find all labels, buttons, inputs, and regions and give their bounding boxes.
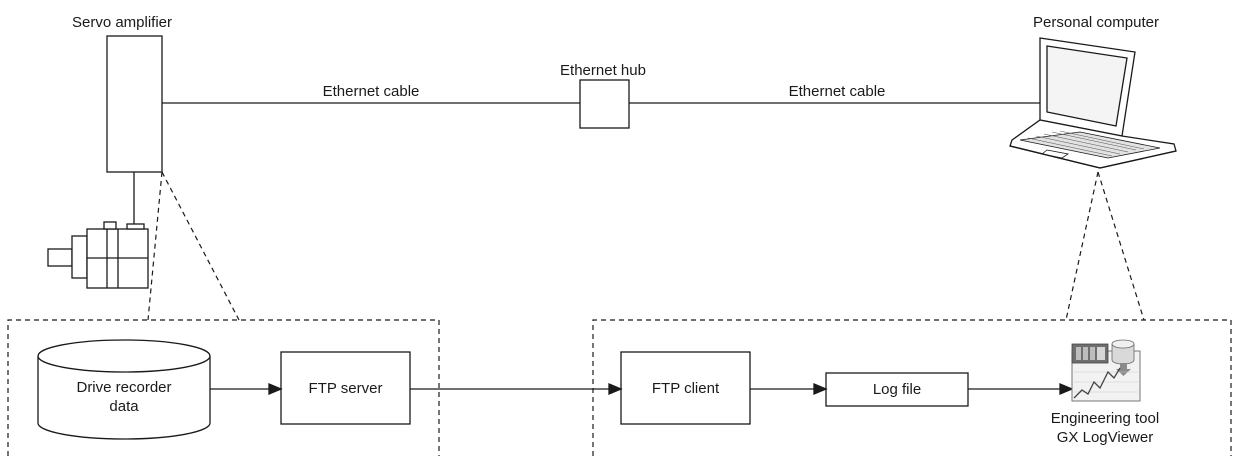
zoom-line-amp-left bbox=[147, 171, 163, 321]
arrow-logfile-to-tool bbox=[1059, 383, 1074, 395]
zoom-line-pc-left bbox=[1065, 171, 1099, 321]
drive-recorder-label-line2: data bbox=[109, 398, 139, 415]
servo-motor-icon bbox=[47, 221, 149, 289]
laptop-icon bbox=[1009, 37, 1177, 169]
personal-computer-label: Personal computer bbox=[1033, 14, 1159, 31]
ethernet-cable-left-label: Ethernet cable bbox=[322, 83, 420, 100]
ftp-client-box bbox=[620, 351, 751, 425]
servo-amplifier-unit bbox=[106, 35, 163, 173]
arrow-client-to-logfile bbox=[813, 383, 828, 395]
ftp-server-label: FTP server bbox=[308, 379, 383, 397]
ethernet-hub-label: Ethernet hub bbox=[560, 62, 646, 79]
zoom-frame-right bbox=[592, 319, 1232, 456]
arrow-server-to-client bbox=[608, 383, 623, 395]
engineering-tool-label: Engineering tool GX LogViewer bbox=[1030, 406, 1180, 450]
engineering-tool-label-line1: Engineering tool bbox=[1050, 410, 1160, 427]
engineering-tool-label-line2: GX LogViewer bbox=[1056, 429, 1154, 446]
log-file-label: Log file bbox=[872, 381, 922, 398]
ftp-server-box bbox=[280, 351, 411, 425]
zoom-line-amp-right bbox=[161, 171, 240, 321]
drive-recorder-label: Drive recorder data bbox=[38, 374, 210, 420]
ftp-client-label: FTP client bbox=[651, 379, 720, 397]
arrow-recorder-to-server bbox=[268, 383, 283, 395]
gx-logviewer-icon bbox=[1071, 339, 1141, 402]
zoom-line-pc-right bbox=[1097, 171, 1145, 321]
ethernet-hub-box bbox=[579, 79, 630, 129]
drive-recorder-label-line1: Drive recorder bbox=[76, 379, 172, 396]
zoom-frame-left bbox=[7, 319, 440, 456]
ethernet-cable-right-label: Ethernet cable bbox=[788, 83, 886, 100]
servo-amplifier-label: Servo amplifier bbox=[71, 14, 173, 31]
drive-recorder-cylinder bbox=[37, 339, 211, 440]
